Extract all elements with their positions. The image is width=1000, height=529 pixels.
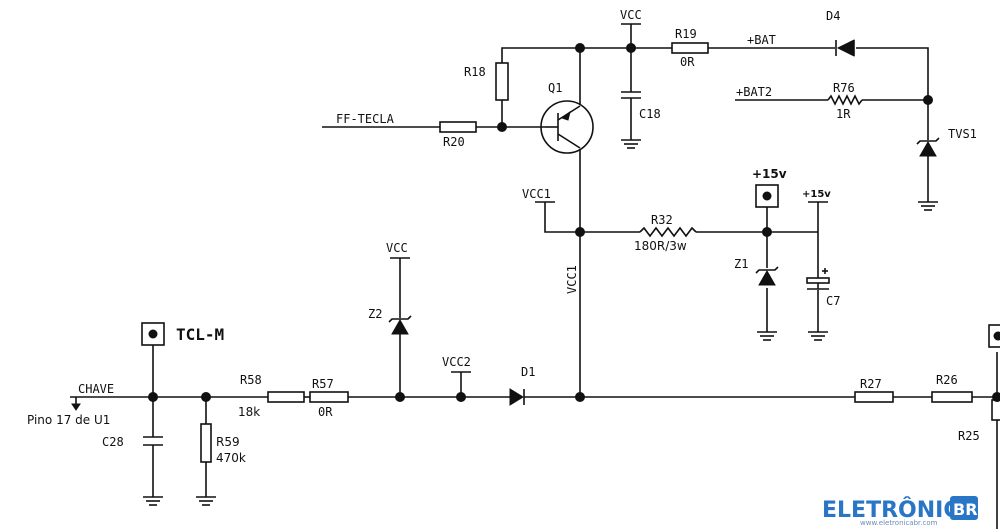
logo-badge: BR [953, 500, 978, 519]
z1-zener [755, 266, 779, 286]
z2-zener [388, 315, 412, 335]
ref-r27: R27 [860, 377, 882, 391]
tvs1-diode [916, 137, 940, 157]
net-label-vcc-top: VCC [620, 8, 642, 22]
net-label-bat: +BAT [747, 33, 776, 47]
r59-resistor [200, 423, 212, 463]
net-label-vcc-z2: VCC [386, 241, 408, 255]
net-label-ff-tecla: FF-TECLA [336, 112, 395, 126]
ground-r59 [196, 496, 216, 506]
net-label-chave: CHAVE [78, 382, 114, 396]
junction-dot [923, 95, 933, 105]
r26-resistor [931, 391, 973, 403]
d1-diode [509, 388, 525, 406]
logo: ELETRÔNICA BR www.eletronicabr.com [822, 496, 978, 527]
c7-capacitor [806, 268, 830, 290]
c28-capacitor [143, 436, 163, 446]
r25-resistor [991, 399, 1000, 421]
junction-dot [575, 392, 585, 402]
r19-resistor [671, 42, 709, 54]
logo-badge-icon [950, 496, 978, 520]
tcl-m-testpoint [141, 322, 165, 346]
ref-tvs1: TVS1 [948, 127, 977, 141]
junction-dot [626, 43, 636, 53]
ground-c18 [621, 139, 641, 149]
value-r58: 18k [238, 405, 260, 419]
r18-resistor [495, 62, 509, 101]
junction-dot [497, 122, 507, 132]
ref-r20: R20 [443, 135, 465, 149]
logo-url: www.eletronicabr.com [860, 519, 938, 527]
ref-r32: R32 [651, 213, 673, 227]
value-r19: 0R [680, 55, 695, 69]
r20-resistor [439, 121, 477, 133]
ref-z2: Z2 [368, 307, 382, 321]
r27-resistor [854, 391, 894, 403]
net-label-tcl-m: TCL-M [176, 325, 224, 344]
ref-r57: R57 [312, 377, 334, 391]
junction-dot [575, 43, 585, 53]
junction-dot [201, 392, 211, 402]
ref-q1: Q1 [548, 81, 562, 95]
ref-r58: R58 [240, 373, 262, 387]
right-testpoint [988, 324, 1000, 348]
ref-r76: R76 [833, 81, 855, 95]
r76-resistor [827, 94, 863, 106]
r58-resistor [267, 391, 305, 403]
p15v-testpoint [755, 184, 779, 208]
junction-dot [575, 227, 585, 237]
net-label-pino: Pino 17 de U1 [27, 413, 110, 427]
net-label-vcc1: VCC1 [522, 187, 551, 201]
r57-resistor [309, 391, 349, 403]
value-r76: 1R [836, 107, 851, 121]
c18-capacitor [621, 91, 641, 99]
value-r57: 0R [318, 405, 333, 419]
ref-d4: D4 [826, 9, 840, 23]
ref-r25: R25 [958, 429, 980, 443]
ref-r19: R19 [675, 27, 697, 41]
r32-resistor [639, 226, 697, 238]
ref-r26: R26 [936, 373, 958, 387]
ref-r18: R18 [464, 65, 486, 79]
value-r32: 180R/3w [634, 239, 687, 253]
ref-z1: Z1 [734, 257, 748, 271]
ref-c7: C7 [826, 294, 840, 308]
junction-dot [395, 392, 405, 402]
ref-r59: R59 [216, 435, 240, 449]
ref-c28: C28 [102, 435, 124, 449]
net-label-vcc2: VCC2 [442, 355, 471, 369]
ground-c28 [143, 496, 163, 506]
net-label-15v-small: +15v [802, 189, 831, 200]
wires [70, 24, 1000, 529]
pino-arrow-icon [71, 403, 81, 411]
ground-c7 [808, 331, 828, 341]
junction-dot [762, 227, 772, 237]
junction-dot [148, 392, 158, 402]
ground-z1 [757, 331, 777, 341]
ref-d1: D1 [521, 365, 535, 379]
power-stubs [390, 23, 828, 373]
net-label-vcc1-vertical: VCC1 [565, 265, 579, 294]
d4-diode [835, 39, 855, 57]
net-label-15v-box: +15v [752, 167, 787, 181]
value-r59: 470k [216, 451, 246, 465]
junction-dot [456, 392, 466, 402]
ref-c18: C18 [639, 107, 661, 121]
junctions [148, 43, 1000, 402]
net-label-bat2: +BAT2 [736, 85, 772, 99]
q1-transistor [540, 100, 594, 154]
ground-tvs1 [918, 201, 938, 211]
